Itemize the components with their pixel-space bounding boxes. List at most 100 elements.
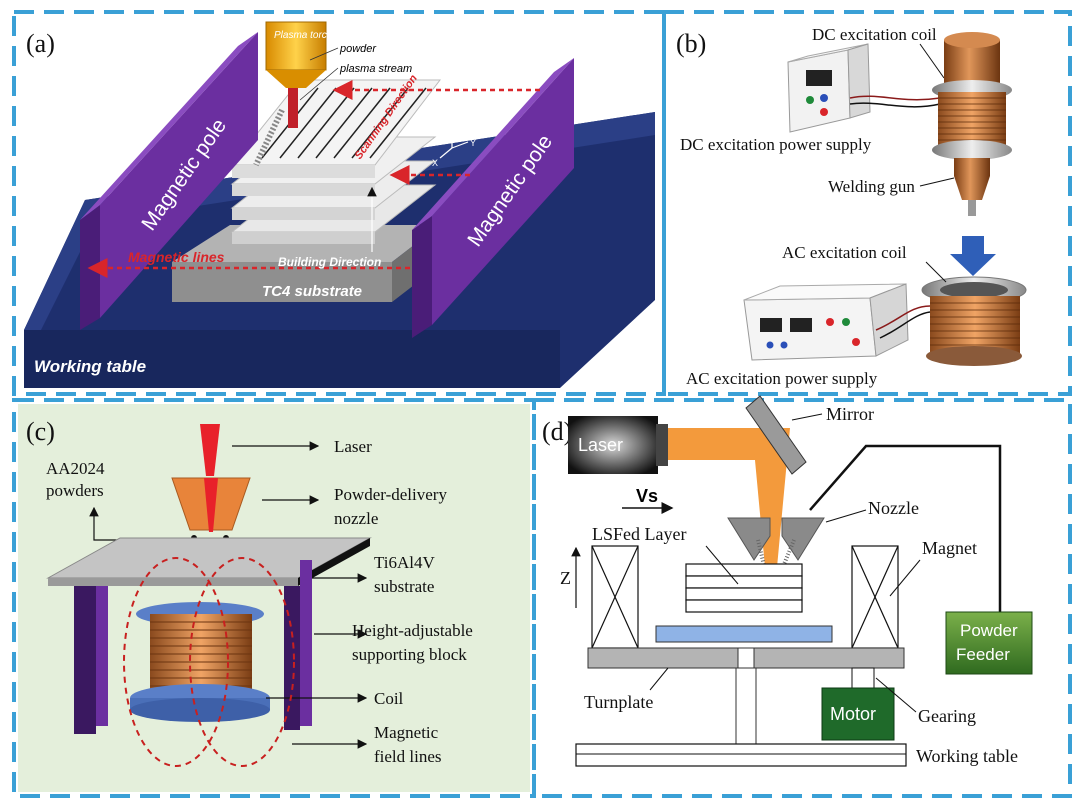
scan-lines <box>261 87 427 159</box>
magnet-pointer <box>889 559 921 597</box>
supporting-block-left <box>74 586 108 734</box>
dc-knob-red <box>820 108 828 116</box>
gearing-label: Gearing <box>918 706 976 726</box>
working-table-edge <box>24 112 655 352</box>
substrate-label: TC4 substrate <box>262 283 362 300</box>
plasma-torch-label: Plasma torch <box>274 30 333 41</box>
layer-2-front <box>232 208 375 220</box>
turnplate-label: Turnplate <box>584 692 653 712</box>
nozzle-d-label: Nozzle <box>868 498 919 518</box>
dc-supply-label: DC excitation power supply <box>680 135 872 154</box>
ac-knob-red-2 <box>852 338 860 346</box>
layer-3-front <box>232 184 375 196</box>
dc-excitation-coil <box>932 32 1012 176</box>
panel-d: (d) Laser Mirror Vs Nozzle LSFed <box>542 395 1033 767</box>
magnetic-lines <box>87 80 540 278</box>
block-label: Height-adjustable supporting block <box>352 621 477 664</box>
ac-coil-turns <box>930 302 1020 346</box>
ti-substrate-front <box>48 578 298 586</box>
ac-knob-blue-2 <box>780 341 788 349</box>
lsfed-layer-label: LSFed Layer <box>592 524 686 544</box>
z-axis-label: Z <box>560 568 571 588</box>
dc-wire-2 <box>849 102 941 108</box>
coil <box>130 602 270 722</box>
horizontal-beam <box>668 428 776 460</box>
spindle <box>735 667 757 745</box>
dc-knob-green <box>806 96 814 104</box>
lsfed-layers <box>685 563 803 613</box>
gearing <box>851 667 875 689</box>
ac-knob-blue-1 <box>766 341 774 349</box>
panel-d-label: (d) <box>542 417 572 446</box>
vertical-beam <box>752 428 790 578</box>
laser-beam <box>200 424 220 476</box>
vs-label: Vs <box>636 486 658 506</box>
magnetic-lines-label: Magnetic lines <box>128 249 225 265</box>
substrate-front <box>172 262 392 302</box>
powder-feeder <box>945 611 1033 675</box>
dc-power-supply <box>787 43 871 133</box>
ti-substrate-edge <box>298 538 370 586</box>
ac-coil-label: AC excitation coil <box>782 243 907 262</box>
ac-excitation-coil <box>921 276 1027 366</box>
plasma-stream <box>288 88 298 128</box>
mirror <box>745 395 807 475</box>
ac-coil-pointer <box>925 261 947 283</box>
powder-feeder-line2: Feeder <box>956 645 1010 664</box>
coil-label: Coil <box>374 689 404 708</box>
ac-display-2 <box>790 318 812 332</box>
axis-y-label: Y <box>470 138 476 148</box>
working-table-d <box>575 743 907 767</box>
powder-feed-tube <box>809 444 1002 628</box>
axis-x-label: X <box>432 158 438 168</box>
welding-gun-pointer <box>919 177 955 187</box>
axis-z-label: Z <box>448 118 454 128</box>
ac-knob-green <box>842 318 850 326</box>
mirror-pointer <box>791 413 823 421</box>
dc-display <box>806 70 832 86</box>
panel-b-frame <box>662 10 1072 396</box>
magnetic-field-loops <box>123 557 295 767</box>
plasma-torch <box>265 21 327 71</box>
layer-1-front <box>232 232 375 244</box>
dc-coil-winding <box>938 92 1006 146</box>
laser-source-label: Laser <box>578 435 623 455</box>
dc-coil-pointer <box>919 43 945 79</box>
insertion-arrow <box>950 236 996 276</box>
plasma-stream-label: plasma stream <box>339 63 412 75</box>
dc-wire-1 <box>849 95 941 101</box>
ac-power-supply <box>743 283 909 361</box>
panel-b: (b) DC excitation coil DC excitation pow… <box>676 25 1027 388</box>
magnet-label: Magnet <box>922 538 977 558</box>
base-plate <box>655 625 833 643</box>
coil-turns <box>150 621 252 687</box>
panel-b-label: (b) <box>676 29 706 58</box>
panel-a-label: (a) <box>26 29 55 58</box>
ac-wire-2 <box>879 311 931 339</box>
working-table-front <box>24 330 560 388</box>
dc-knob-blue <box>820 94 828 102</box>
turnplate-pointer <box>649 667 669 691</box>
powder-label: powder <box>339 43 377 55</box>
panel-c-label: (c) <box>26 417 55 446</box>
magnet-left <box>591 545 639 649</box>
welding-gun <box>954 176 990 216</box>
dc-coil-turns <box>938 97 1006 141</box>
nozzle-left <box>727 517 771 561</box>
motor-label: Motor <box>830 704 876 724</box>
dc-coil-label: DC excitation coil <box>812 25 937 44</box>
panel-a: (a) Working table TC4 substrate <box>24 21 655 388</box>
ac-supply-label: AC excitation power supply <box>686 369 878 388</box>
motor <box>821 687 895 741</box>
magnet-right <box>851 545 899 649</box>
deposited-layers <box>230 79 442 244</box>
building-direction-label: Building Direction <box>278 255 381 269</box>
nozzle-right <box>781 517 825 561</box>
plasma-torch-tip <box>266 70 326 88</box>
turnplate-hub <box>737 647 755 669</box>
